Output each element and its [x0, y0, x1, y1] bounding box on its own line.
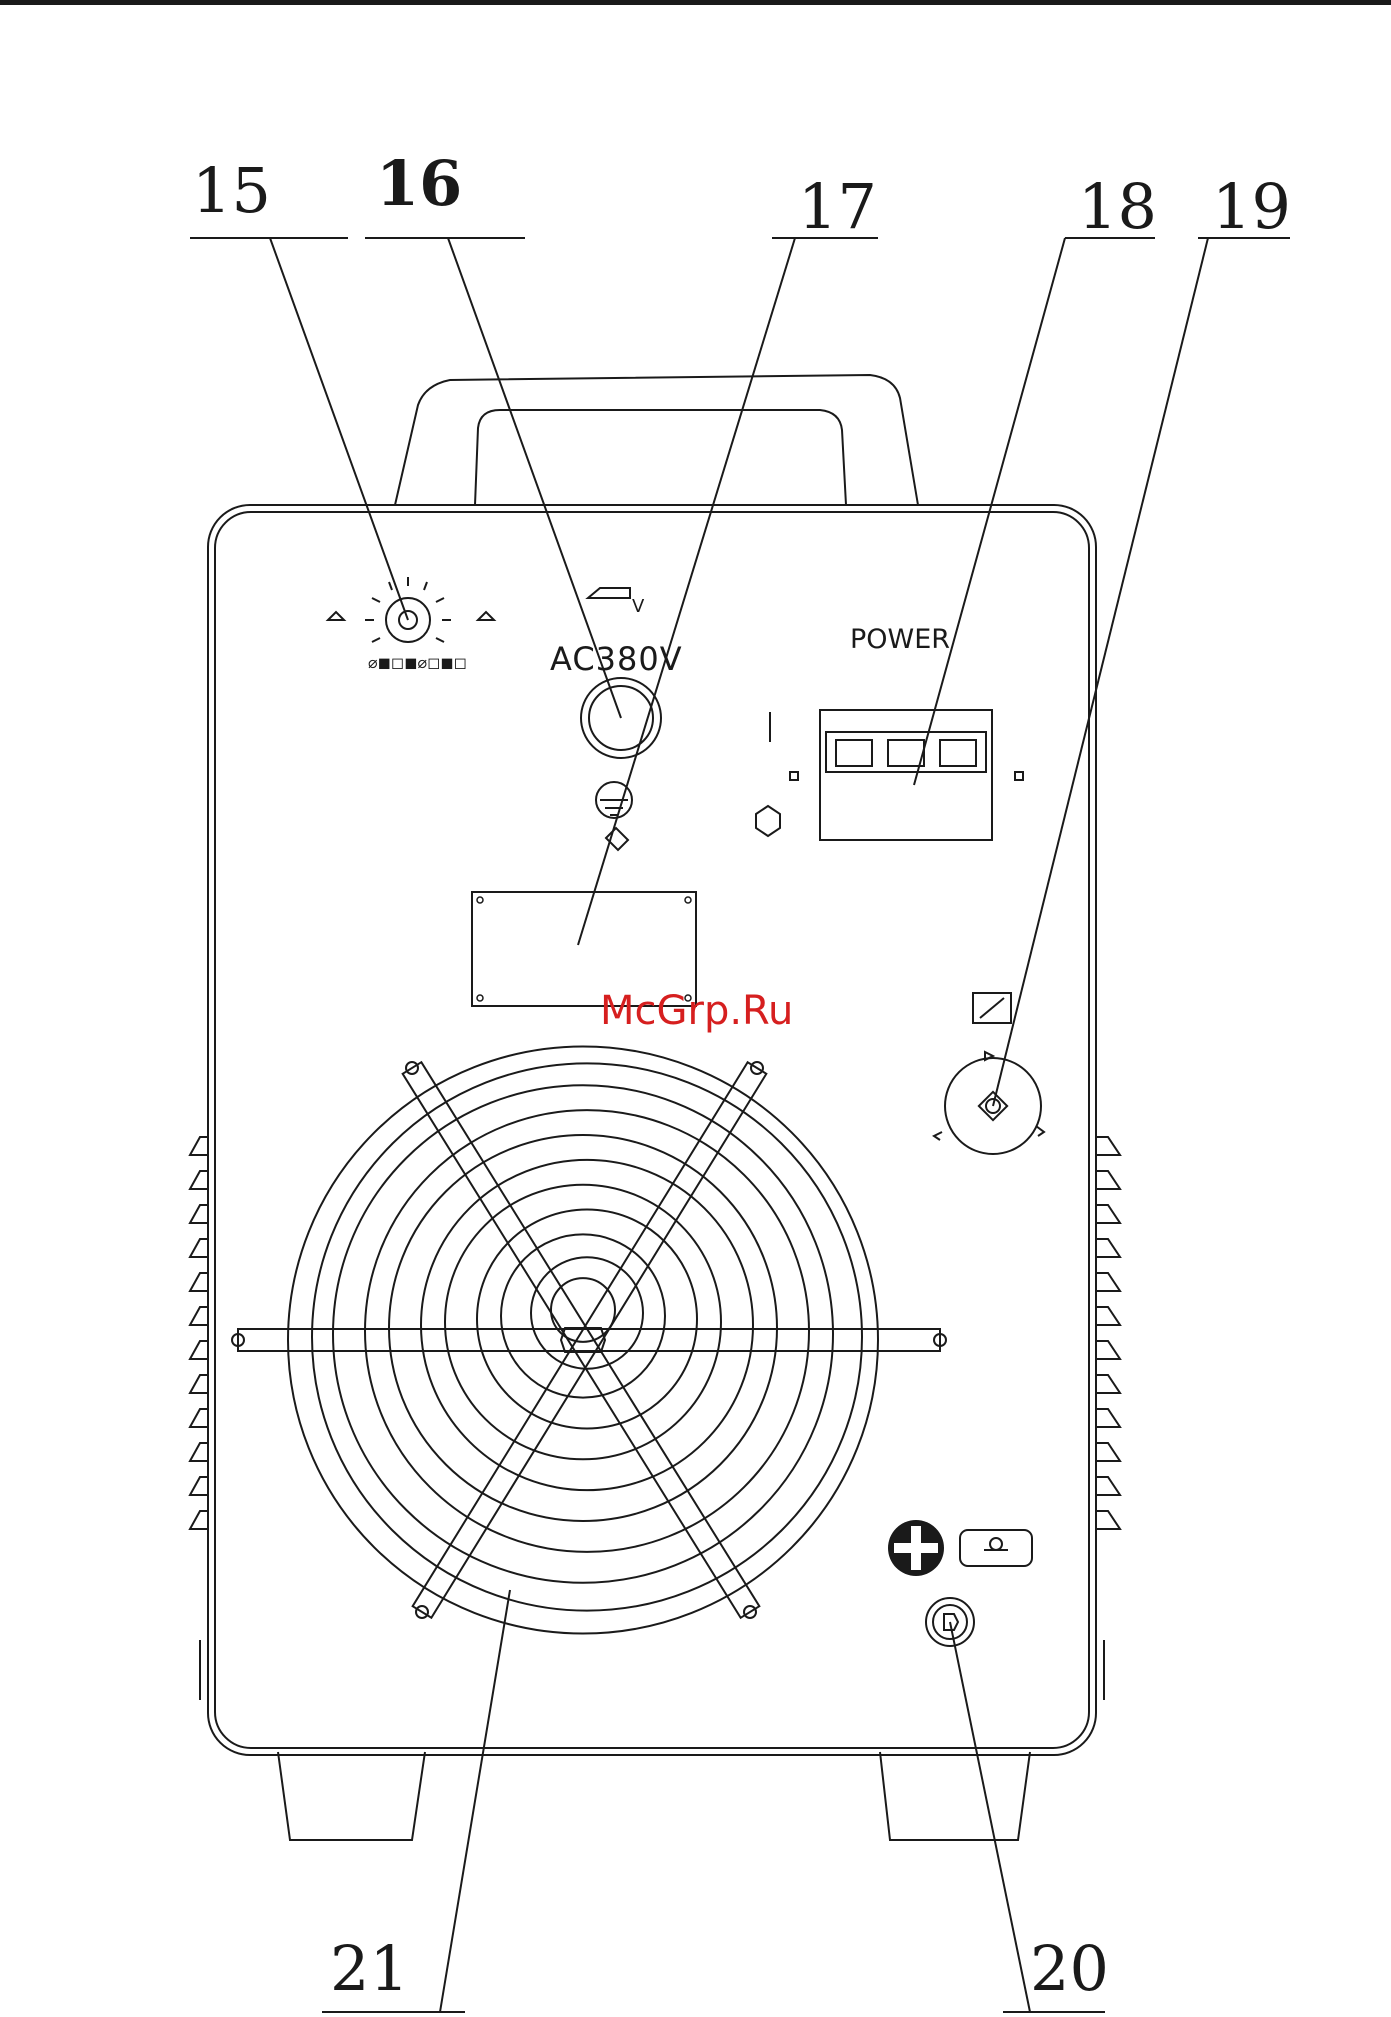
fin	[1096, 1137, 1120, 1155]
fin	[190, 1137, 208, 1155]
left-cooling-fins	[190, 1137, 208, 1529]
power-switch[interactable]: POWER	[820, 624, 992, 840]
fin	[1096, 1409, 1120, 1427]
power-input-socket: V AC380V	[550, 588, 683, 758]
callout-17: 17	[798, 170, 877, 243]
front-feet	[278, 1752, 1030, 1840]
knob-arrow-right-icon	[478, 612, 494, 620]
callout-20: 20	[1030, 1932, 1109, 2005]
watermark-text: McGrp.Ru	[600, 988, 793, 1034]
knob-arrow-left-icon	[328, 612, 344, 620]
fin	[1096, 1307, 1120, 1325]
fin	[1096, 1375, 1120, 1393]
svg-text:V: V	[632, 596, 645, 617]
ground-terminal	[596, 782, 632, 850]
fin	[190, 1273, 208, 1291]
fin	[1096, 1477, 1120, 1495]
fin	[1096, 1443, 1120, 1461]
fan-guard-ring	[312, 1063, 862, 1610]
fin	[190, 1239, 208, 1257]
switch-screw-left	[790, 772, 798, 780]
callout-18: 18	[1078, 170, 1157, 243]
cooling-fan	[232, 1046, 946, 1633]
fin	[190, 1477, 208, 1495]
callout-15: 15	[192, 154, 271, 227]
fin	[190, 1205, 208, 1223]
fin	[1096, 1511, 1120, 1529]
fan-guard-ring	[365, 1110, 809, 1552]
gas-outlet-connector	[888, 1520, 1032, 1646]
fin	[1096, 1171, 1120, 1189]
callout-19: 19	[1212, 170, 1291, 243]
fin	[1096, 1341, 1120, 1359]
power-label: POWER	[850, 624, 950, 655]
voltage-input-icon	[588, 588, 630, 598]
fin	[190, 1511, 208, 1529]
fin	[190, 1443, 208, 1461]
callout-16: 16	[376, 147, 462, 220]
callout-21: 21	[330, 1932, 409, 2005]
hex-bolt-icon	[756, 806, 780, 836]
fin	[1096, 1239, 1120, 1257]
fin	[190, 1375, 208, 1393]
fin	[190, 1409, 208, 1427]
fin	[190, 1307, 208, 1325]
fin	[1096, 1273, 1120, 1291]
fin	[190, 1341, 208, 1359]
switch-screw-right	[1015, 772, 1023, 780]
right-cooling-fins	[1096, 1137, 1120, 1529]
carry-handle	[395, 375, 918, 505]
fin	[190, 1171, 208, 1189]
fin	[1096, 1205, 1120, 1223]
gas-symbol-icon	[960, 1530, 1032, 1566]
adjustment-knob[interactable]: ⌀◼◻◼⌀◻◼◻	[365, 577, 467, 672]
gas-adjust-knob[interactable]	[934, 993, 1044, 1154]
svg-text:⌀◼◻◼⌀◻◼◻: ⌀◼◻◼⌀◻◼◻	[368, 653, 467, 672]
